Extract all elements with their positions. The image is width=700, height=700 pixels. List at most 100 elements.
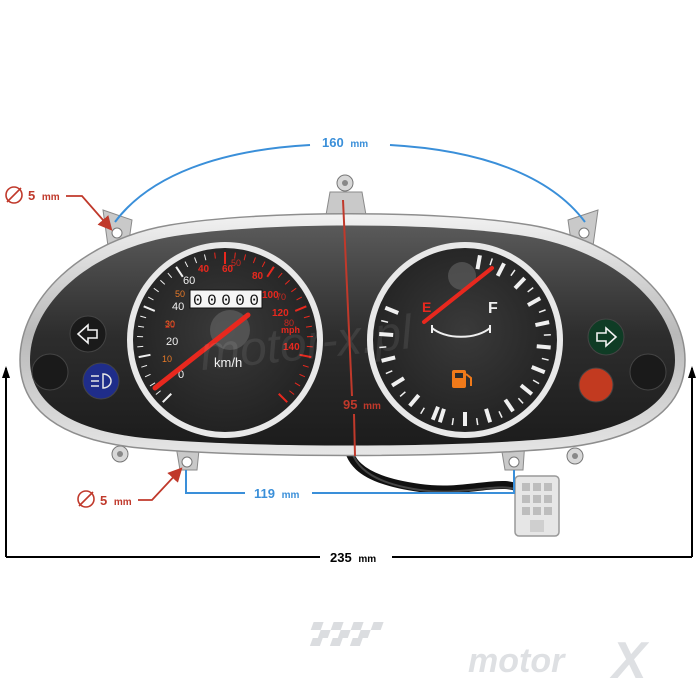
speedometer-tick [266,266,275,278]
fuel-gauge-tick [519,383,534,396]
upper-hole-unit: mm [42,192,60,203]
fuel-pump-icon [452,370,472,388]
speedometer-tick [153,287,159,293]
fuel-gauge-tick [381,319,389,323]
speedometer-tick [294,382,301,387]
bottom-spacing-unit: mm [282,490,300,501]
fuel-gauge-tick [384,305,399,315]
speed-unit-kmh: km/h [214,355,242,370]
fuel-gauge-tick [532,379,540,385]
upper-hole-value: 5 [28,188,35,203]
blank-indicator-left [31,353,69,391]
headlight-indicator [82,362,120,400]
fuel-gauge-tick [498,410,503,418]
checkered-flag-icon [309,622,384,646]
fuel-gauge-tick [495,262,506,277]
fuel-gauge-tick [513,276,527,290]
red-minor-label: 80 [284,318,294,328]
speedometer-tick [141,364,148,368]
speedometer-needle [152,312,251,391]
speedometer-tick [291,287,297,293]
fuel-gauge-tick [527,287,534,293]
speedometer-tick [294,305,307,312]
fuel-gauge-tick [531,365,546,375]
red-scale-label: 80 [252,271,264,282]
warning-light-red [578,367,614,403]
fuel-gauge-tick [527,296,542,307]
speedometer-tick [147,296,154,301]
mph-inner-label: 10 [162,354,172,364]
top-spacing-value: 160 [322,135,344,150]
speedometer-tick [203,254,207,261]
fuel-gauge-tick [381,355,396,363]
total-width-value: 235 [330,550,352,565]
diameter-icon [5,186,23,204]
svg-text:160 mm: 160 mm [322,135,368,150]
dimension-total-width: 235 mm [2,366,696,565]
speedometer-tick [194,257,198,264]
fuel-gauge-tick [541,357,549,361]
kmh-scale-label: 60 [183,275,195,287]
fuel-needle [422,266,494,324]
speedometer-tick [234,252,236,259]
fuel-gauge-tick [484,408,493,423]
red-scale-label: 60 [222,264,234,275]
upper-hole-callout: 5 mm [5,186,113,231]
bottom-spacing-value: 119 [254,486,275,501]
height-value: 95 [343,397,357,412]
fuel-arc-indicator [431,327,491,338]
fuel-gauge-tick [517,397,524,404]
svg-text:5 mm: 5 mm [100,493,132,508]
diameter-icon-lower [77,490,95,508]
speedometer-tick [144,373,151,378]
speedometer-tick [155,390,161,395]
dimension-bottom-spacing: 119 mm [185,470,515,501]
speedometer-tick [261,261,266,268]
fuel-gauge-tick [391,376,406,388]
speedometer-tick [289,390,295,395]
speedometer-tick [167,272,173,278]
speedometer-tick [162,393,172,403]
mph-inner-label: 50 [175,289,185,299]
speedometer-tick [138,353,151,359]
speedometer-tick [299,373,306,378]
fuel-gauge-tick [451,418,455,426]
speedometer-tick [284,279,290,285]
fuel-gauge-tick [379,346,387,349]
speedometer-tick [252,257,256,264]
speedometer-tick [299,353,312,359]
fuel-gauge-hub [448,262,476,290]
fuel-gauge-tick [399,391,406,397]
wire-connector [514,475,560,537]
speedometer-tick [305,325,312,328]
speedometer-tick [296,296,303,301]
speedometer-tick [277,272,283,278]
svg-text:5 mm: 5 mm [28,188,60,203]
fuel-gauge-tick [535,320,550,327]
fuel-gauge-tick [385,370,393,375]
red-scale-label: 100 [262,290,279,301]
right-turn-indicator [587,318,625,356]
lower-hole-value: 5 [100,493,107,508]
fuel-gauge-tick [420,407,425,415]
svg-text:95 mm: 95 mm [343,397,381,412]
red-scale-label: 40 [198,264,210,275]
red-minor-label: 70 [276,292,286,302]
speedometer-tick [143,305,156,312]
svg-text:119 mm: 119 mm [254,486,300,501]
fuel-gauge-tick [437,408,446,423]
top-spacing-unit: mm [350,139,368,150]
speedometer-tick [175,266,184,278]
speedometer-tick [149,382,156,387]
height-unit: mm [363,401,381,412]
kmh-scale-label: 20 [166,336,178,348]
dimension-height: 95 mm [342,199,381,457]
fuel-gauge-tick [408,393,421,408]
fuel-gauge-tick [503,398,515,413]
fuel-gauge-tick [430,406,440,421]
fuel-gauge-tick [489,258,493,266]
blank-indicator-right [629,353,667,391]
dimension-top-spacing: 160 mm [114,135,586,223]
fuel-full-label: F [488,300,498,317]
